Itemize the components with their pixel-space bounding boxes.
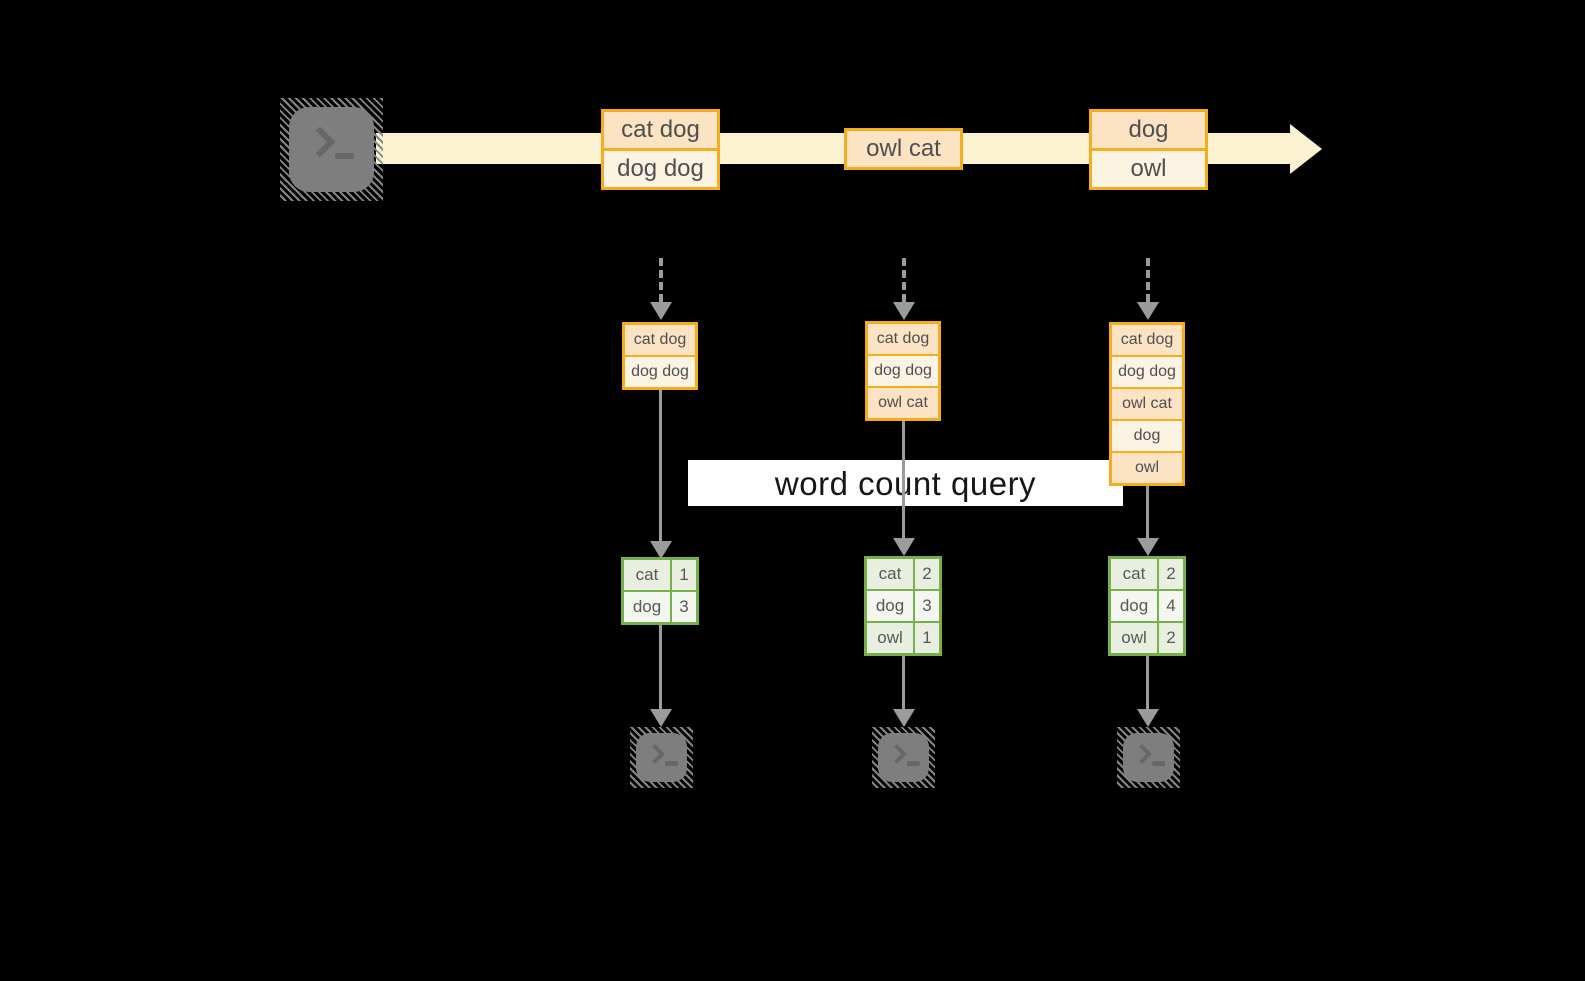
word-count-query-label: word count query [688, 460, 1123, 506]
state-row: owl [1112, 453, 1182, 483]
state-row: cat dog [868, 324, 938, 354]
result-word-cell: dog [624, 592, 670, 622]
terminal-icon-body [1123, 733, 1174, 782]
batch-row: owl [1092, 151, 1205, 187]
result-word-cell: owl [867, 623, 913, 653]
state-row: owl cat [1112, 389, 1182, 419]
batch-row: cat dog [604, 112, 717, 148]
result-count-cell: 1 [672, 560, 696, 590]
state-row: dog dog [625, 357, 695, 387]
result-count-cell: 3 [915, 591, 939, 621]
batch-row: owl cat [847, 131, 960, 167]
result-word-cell: dog [1111, 591, 1157, 621]
result-word-cell: owl [1111, 623, 1157, 653]
result-word-cell: cat [867, 559, 913, 589]
prompt-underscore-icon [1152, 761, 1165, 766]
state-row: dog dog [868, 356, 938, 386]
terminal-icon [280, 98, 383, 201]
state-row: cat dog [1112, 325, 1182, 355]
state-row: owl cat [868, 388, 938, 418]
result-word-cell: dog [867, 591, 913, 621]
prompt-underscore-icon [907, 761, 920, 766]
result-count-cell: 2 [1159, 559, 1183, 589]
prompt-underscore-icon [335, 153, 354, 159]
prompt-chevron-icon [304, 126, 336, 158]
terminal-icon [1117, 727, 1180, 788]
result-word-cell: cat [1111, 559, 1157, 589]
stream-batch-2: owl cat [844, 128, 963, 170]
terminal-icon-body [289, 107, 374, 192]
result-count-cell: 2 [915, 559, 939, 589]
result-count-cell: 2 [1159, 623, 1183, 653]
state-row: cat dog [625, 325, 695, 355]
prompt-underscore-icon [665, 761, 678, 766]
result-count-cell: 1 [915, 623, 939, 653]
terminal-icon [630, 727, 693, 788]
stream-arrow-head [1290, 124, 1322, 174]
state-row: dog [1112, 421, 1182, 451]
result-count-cell: 4 [1159, 591, 1183, 621]
terminal-icon-body [878, 733, 929, 782]
prompt-chevron-icon [645, 744, 665, 764]
result-count-cell: 3 [672, 592, 696, 622]
batch-row: dog dog [604, 151, 717, 187]
result-word-cell: cat [624, 560, 670, 590]
prompt-chevron-icon [1132, 744, 1152, 764]
prompt-chevron-icon [887, 744, 907, 764]
terminal-icon-body [636, 733, 687, 782]
terminal-icon [872, 727, 935, 788]
batch-row: dog [1092, 112, 1205, 148]
state-row: dog dog [1112, 357, 1182, 387]
query-label-text: word count query [774, 465, 1037, 502]
